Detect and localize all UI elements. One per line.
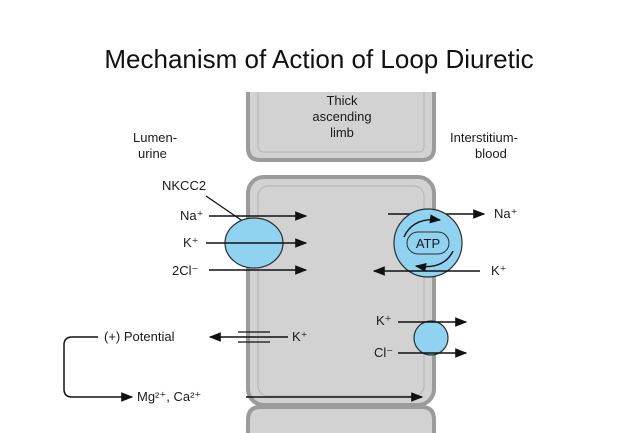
lumen-na-label: Na⁺ [180,208,203,223]
atp-label-box [406,231,450,255]
atpase-lower-arrow [414,250,454,272]
nkcc2-label: NKCC2 [162,178,206,193]
interstitium-k-label: K⁺ [491,263,507,278]
bottom-cell [246,405,436,433]
positive-potential-label: (+) Potential [104,329,175,344]
basolateral-channel [413,320,449,356]
cell-label-line-3: limb [330,125,354,140]
interstitium-label-line-2: blood [475,146,507,161]
lumen-k-label: K⁺ [183,235,199,250]
lumen-2cl-label: 2Cl⁻ [172,263,198,278]
slide-title: Mechanism of Action of Loop Diuretic [104,44,534,74]
atp-label: ATP [416,236,440,251]
interstitium-label-line-1: Interstitium- [450,130,518,145]
basolateral-cl-label: Cl⁻ [374,345,393,360]
mg-ca-label: Mg²⁺, Ca²⁺ [137,389,201,404]
middle-cell [246,175,436,407]
top-cell [246,92,436,162]
cell-label-line-2: ascending [312,109,371,124]
cell-label-line-1: Thick [326,93,358,108]
lumen-label-line-2: urine [138,146,167,161]
apical-k-label: K⁺ [292,329,308,344]
atpase-upper-arrow [403,214,442,238]
nkcc2-pointer [205,195,245,223]
interstitium-na-label: Na⁺ [494,206,517,221]
lumen-label-line-1: Lumen- [133,130,177,145]
potential-connector [63,336,134,402]
basolateral-k-label: K⁺ [376,313,392,328]
